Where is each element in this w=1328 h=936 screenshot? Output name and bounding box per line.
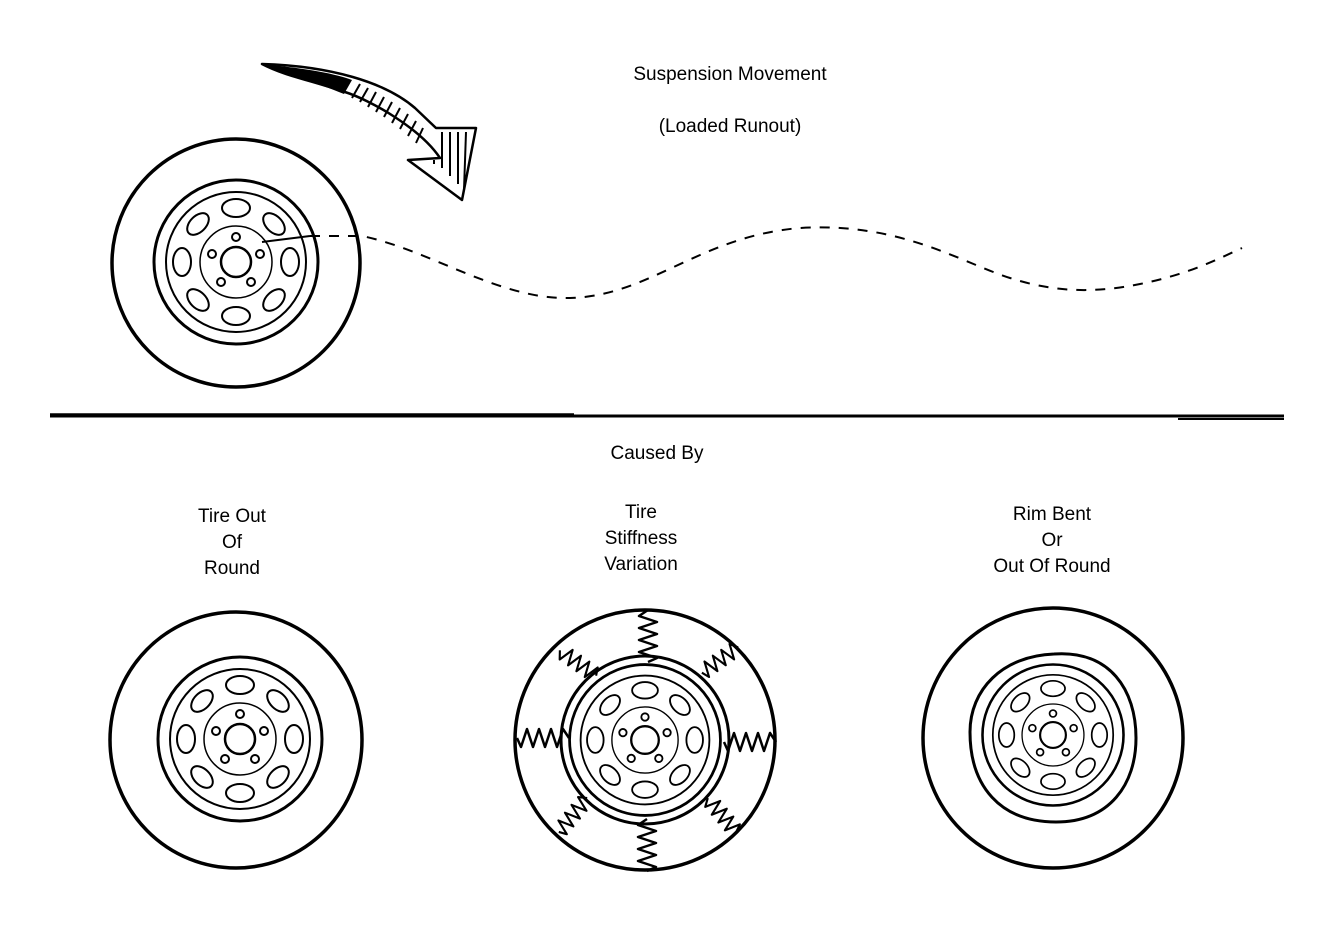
title-line-1: Suspension Movement [633, 64, 827, 85]
cause-label-tire-stiffness-variation: Tire Stiffness Variation [604, 502, 678, 575]
title-line-2: (Loaded Runout) [658, 116, 802, 137]
ground-line [50, 413, 1284, 420]
diagram-title: Suspension Movement (Loaded Runout) [580, 36, 880, 166]
caused-by-label: Caused By [610, 443, 704, 464]
cause-label-tire-out-of-round: Tire Out Of Round [198, 506, 266, 579]
curved-rotation-arrow-icon [260, 62, 478, 202]
runout-trace [261, 226, 1243, 300]
wheel-icon [921, 606, 1185, 870]
cause-label-rim-bent: Rim Bent Or Out Of Round [993, 504, 1111, 577]
wheel-icon [108, 610, 364, 870]
wheel-icon [110, 137, 362, 389]
